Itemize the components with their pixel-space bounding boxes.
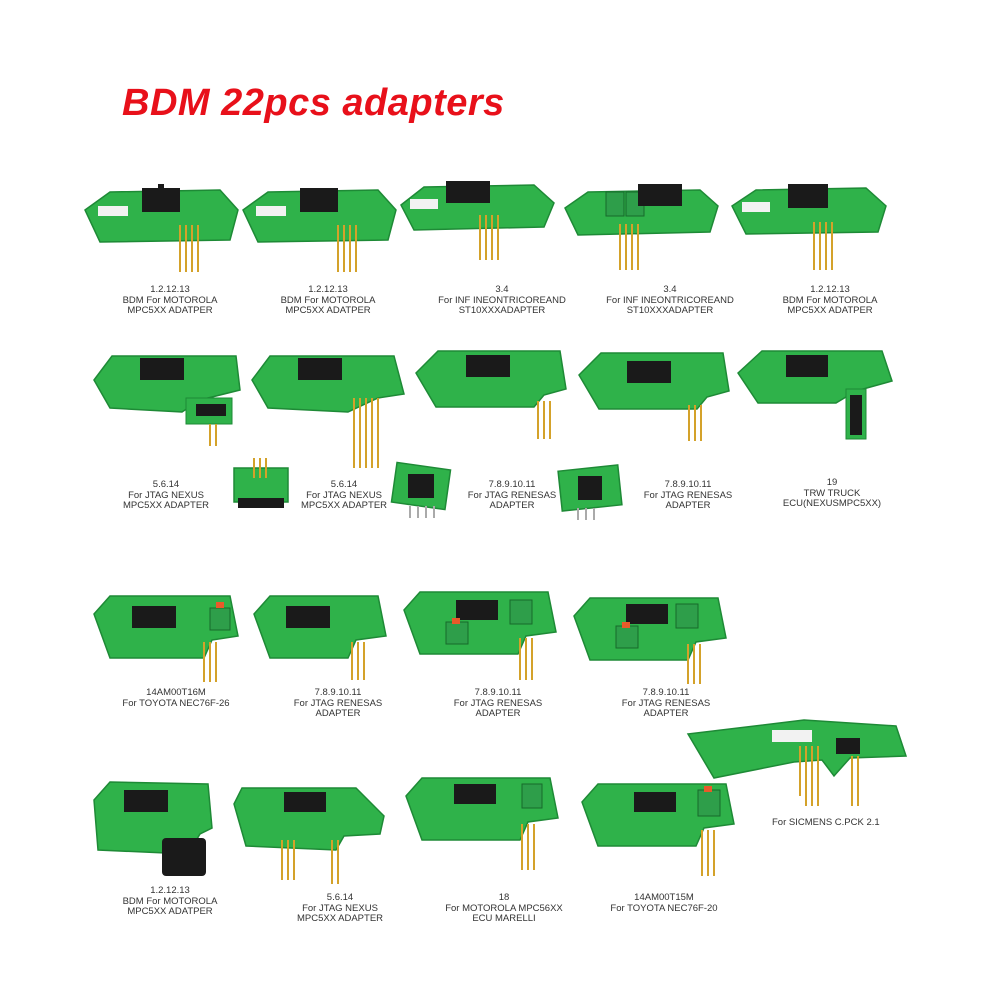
small-adapter-3 xyxy=(557,464,623,520)
caption-r3e: For SICMENS C.PCK 2.1 xyxy=(772,817,880,828)
adapter-board-r4c xyxy=(405,777,559,870)
small-adapter-2 xyxy=(390,461,452,518)
small-adapter-1 xyxy=(233,458,289,508)
adapter-board-r2e xyxy=(737,350,893,440)
adapter-board-r2d xyxy=(578,352,730,441)
adapter-board-r1c xyxy=(400,181,555,260)
adapter-board-r2c xyxy=(415,350,567,439)
adapter-board-r3d xyxy=(573,597,727,684)
adapter-board-r1e xyxy=(731,184,887,270)
adapter-board-r3e xyxy=(686,719,908,806)
adapter-board-r4d xyxy=(581,783,735,876)
adapter-board-r2a xyxy=(93,355,241,446)
adapter-board-r1a xyxy=(84,184,239,272)
page-title: BDM 22pcs adapters xyxy=(122,82,505,124)
adapter-board-r1d xyxy=(564,184,719,270)
adapter-board-r3b xyxy=(253,595,387,680)
adapter-board-r1b xyxy=(242,188,397,272)
adapter-board-r3c xyxy=(403,591,557,680)
adapter-board-r4b xyxy=(233,787,385,884)
adapter-board-r4a xyxy=(93,781,213,876)
adapter-board-r3a xyxy=(93,595,239,682)
adapter-board-r2b xyxy=(251,355,405,468)
